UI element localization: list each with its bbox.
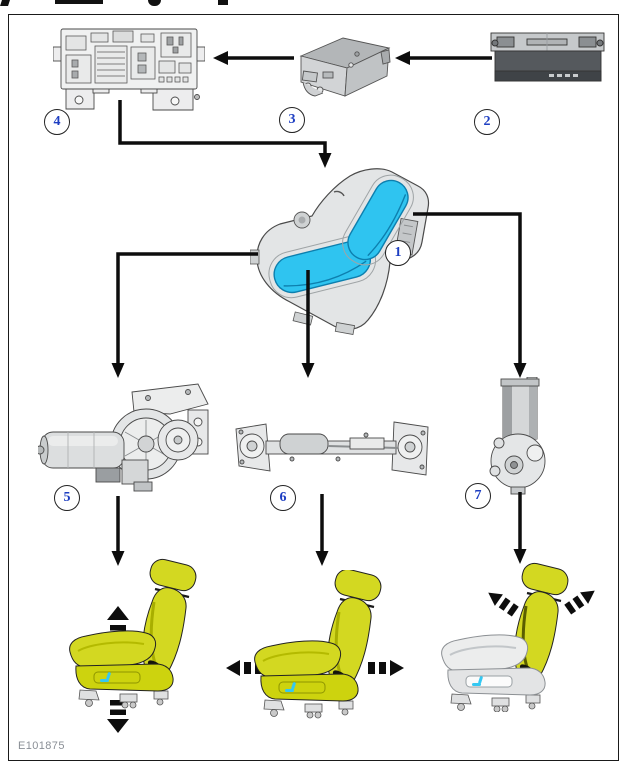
cropped-heading-fragment <box>218 0 228 5</box>
battery-illustration <box>487 27 609 93</box>
callout-5-number[interactable]: 5 <box>63 490 71 505</box>
callout-4[interactable]: 4 <box>44 109 70 135</box>
cropped-heading-fragment <box>148 0 161 6</box>
seat-recline-motor-illustration <box>477 377 559 495</box>
callout-3[interactable]: 3 <box>279 107 305 133</box>
seat-up-down-illustration <box>60 558 235 734</box>
seat-fore-aft-illustration <box>222 570 418 722</box>
callout-5[interactable]: 5 <box>54 485 80 511</box>
cropped-heading-fragment <box>0 0 10 6</box>
recline-motion-arrows <box>488 590 595 617</box>
fuse-junction-box-illustration <box>53 27 205 115</box>
cropped-heading-fragment <box>55 0 103 4</box>
callout-4-number[interactable]: 4 <box>53 114 61 129</box>
figure-id-label: E101875 <box>18 740 65 752</box>
callout-1-number[interactable]: 1 <box>394 245 402 260</box>
seat-switch-icon <box>100 672 111 682</box>
seat-switch-icon <box>472 676 483 686</box>
control-module-illustration <box>293 32 395 110</box>
seat-track-motor-illustration <box>234 419 432 481</box>
seat-height-motor-illustration <box>38 382 210 498</box>
callout-7-number[interactable]: 7 <box>474 488 482 503</box>
callout-1[interactable]: 1 <box>385 240 411 266</box>
callout-3-number[interactable]: 3 <box>288 112 296 127</box>
callout-6-number[interactable]: 6 <box>279 490 287 505</box>
backrest-switch-button <box>342 174 414 266</box>
seat-switch-icon <box>285 682 296 692</box>
seat-recline-illustration <box>432 558 622 712</box>
callout-7[interactable]: 7 <box>465 483 491 509</box>
callout-2-number[interactable]: 2 <box>483 114 491 129</box>
callout-6[interactable]: 6 <box>270 485 296 511</box>
callout-2[interactable]: 2 <box>474 109 500 135</box>
